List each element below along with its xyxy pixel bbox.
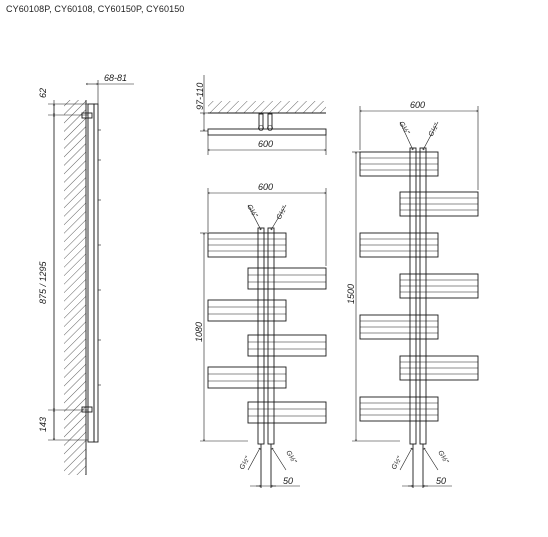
side-view: 68-81 62 875 / 1295 143 <box>38 73 134 475</box>
pipe-left <box>257 227 265 445</box>
fin-group-2 <box>247 267 327 290</box>
large-conn-bottom-right: G½" <box>436 449 450 465</box>
large-conn-top-right: G½" <box>427 122 441 138</box>
side-pipe <box>87 103 95 443</box>
small-pipe-spacing-label: 50 <box>283 476 293 486</box>
bracket-bottom <box>81 406 93 413</box>
side-bracket-spacing-label: 875 / 1295 <box>38 260 48 304</box>
large-conn-top-left: G½" <box>397 120 411 136</box>
side-bottom-offset-label: 143 <box>38 417 48 432</box>
large-height-label: 1500 <box>346 284 356 304</box>
pipe-right <box>267 227 275 445</box>
small-width-label: 600 <box>258 182 273 192</box>
ceiling-wall-hatch <box>208 101 326 113</box>
small-conn-bottom-right: G½" <box>284 449 298 465</box>
large-pipe-spacing-label: 50 <box>436 476 446 486</box>
fin-group-3 <box>359 232 439 258</box>
top-radiator <box>207 128 327 136</box>
fin-group-3 <box>207 299 287 322</box>
fin-group-6 <box>247 401 327 424</box>
model-header: CY60108P, CY60108, CY60150P, CY60150 <box>6 4 185 14</box>
fin-group-5 <box>207 366 287 389</box>
small-conn-top-left: G½" <box>245 203 259 219</box>
fin-group-6 <box>399 355 479 381</box>
fin-group-1 <box>207 232 287 258</box>
top-wall-distance-label: 97-110 <box>195 83 205 110</box>
large-conn-bottom-left: G½" <box>390 455 404 471</box>
small-conn-top-right: G½" <box>275 205 289 221</box>
fin-group-7 <box>359 396 439 422</box>
fin-group-5 <box>359 314 439 340</box>
top-width-label: 600 <box>258 139 273 149</box>
small-height-label: 1080 <box>194 322 204 342</box>
fin-group-2 <box>399 191 479 217</box>
small-conn-bottom-left: G½" <box>238 455 252 471</box>
side-fin-ticks <box>98 129 101 386</box>
front-view-small: 600 1080 G½" G½" G½" G½" 50 <box>194 182 327 488</box>
front-view-large: 600 1500 G½" G½" G½" G½" 50 <box>346 100 479 488</box>
fin-group-1 <box>359 151 439 177</box>
side-panel <box>93 103 99 443</box>
fin-group-4 <box>247 334 327 357</box>
wall-hatch <box>64 100 86 475</box>
top-view: 600 97-110 <box>195 75 327 155</box>
fin-group-4 <box>399 273 479 299</box>
bracket-top <box>81 112 93 119</box>
large-width-label: 600 <box>410 100 425 110</box>
side-depth-label: 68-81 <box>104 73 127 83</box>
side-top-offset-label: 62 <box>38 88 48 98</box>
